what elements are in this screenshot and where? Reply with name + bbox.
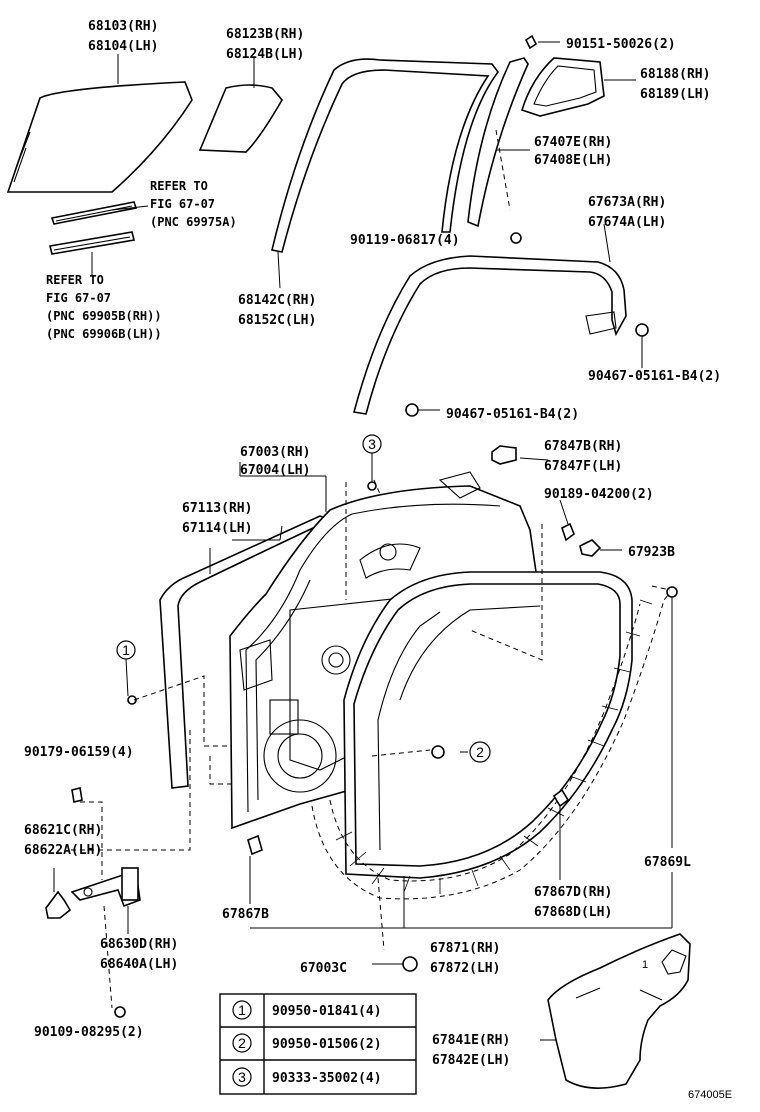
label-67847b: 67847B(RH) <box>544 439 622 454</box>
quarter-glass <box>198 84 283 153</box>
label-67003: 67003(RH) <box>240 445 310 460</box>
hole-cover-mark: 1 <box>642 959 648 971</box>
label-67923b: 67923B <box>628 545 675 560</box>
table-row-3-num: 3 <box>238 1069 246 1085</box>
callout-2: 2 <box>469 741 491 763</box>
clip-67867d <box>552 788 570 808</box>
ref1-line2: FIG 67-07 <box>150 197 215 211</box>
table-row-1-part: 90950-01841(4) <box>272 1004 382 1019</box>
nut-callout-2 <box>431 745 445 759</box>
callout-3-text: 3 <box>368 436 376 452</box>
bumper-67923b <box>579 539 602 557</box>
label-67868d: 67868D(LH) <box>534 905 612 920</box>
hinge-68621c <box>45 890 72 919</box>
ref2-line2: FIG 67-07 <box>46 291 111 305</box>
table-row-1-num: 1 <box>238 1002 246 1018</box>
ref2-line1: REFER TO <box>46 273 104 287</box>
label-68622a: 68622A(LH) <box>24 843 102 858</box>
clip-67867b <box>247 834 263 856</box>
label-67867d: 67867D(RH) <box>534 885 612 900</box>
ref1-line1: REFER TO <box>150 179 208 193</box>
callout-3: 3 <box>362 434 382 482</box>
clip-90179 <box>71 787 83 803</box>
label-90189: 90189-04200(2) <box>544 487 654 502</box>
label-67871: 67871(RH) <box>430 941 500 956</box>
screw-90119 <box>510 232 522 244</box>
label-67872: 67872(LH) <box>430 961 500 976</box>
label-67674a: 67674A(LH) <box>588 215 666 230</box>
cushion-67847b <box>491 445 517 465</box>
label-90119: 90119-06817(4) <box>350 233 460 248</box>
label-68640a: 68640A(LH) <box>100 957 178 972</box>
service-hole-cover <box>547 933 691 1089</box>
bolt-90109 <box>114 1006 126 1018</box>
figure-code: 674005E <box>688 1089 732 1101</box>
label-90109: 90109-08295(2) <box>34 1025 144 1040</box>
label-67114: 67114(LH) <box>182 521 252 536</box>
label-68103: 68103(RH) <box>88 19 158 34</box>
label-68124b: 68124B(LH) <box>226 47 304 62</box>
table-row-2-part: 90950-01506(2) <box>272 1037 382 1052</box>
callout-1: 1 <box>116 640 136 697</box>
label-68152c: 68152C(LH) <box>238 313 316 328</box>
label-90151: 90151-50026(2) <box>566 37 676 52</box>
clip-67003c <box>402 956 418 972</box>
callout-1-text: 1 <box>122 642 130 658</box>
label-68189: 68189(LH) <box>640 87 710 102</box>
clip-67869l <box>666 586 678 598</box>
screw-callout-1 <box>127 695 137 705</box>
label-67847f: 67847F(LH) <box>544 459 622 474</box>
label-67842e: 67842E(LH) <box>432 1053 510 1068</box>
ref2-line4: (PNC 69906B(LH)) <box>46 327 162 341</box>
clip-90467-lower <box>405 403 419 417</box>
ref1-line3: (PNC 69975A) <box>150 215 237 229</box>
table-row-3-part: 90333-35002(4) <box>272 1071 382 1086</box>
parts-reference-table: 1 90950-01841(4) 2 90950-01506(2) 3 9033… <box>219 993 417 1095</box>
ref2-line3: (PNC 69905B(RH)) <box>46 309 162 323</box>
label-68123b: 68123B(RH) <box>226 27 304 42</box>
label-67869l: 67869L <box>644 855 691 870</box>
label-67867b: 67867B <box>222 907 269 922</box>
clip-90467-upper <box>635 323 649 337</box>
label-67113: 67113(RH) <box>182 501 252 516</box>
label-90467-lower: 90467-05161-B4(2) <box>446 407 579 422</box>
door-glass <box>6 81 193 193</box>
clip-90151 <box>524 34 538 50</box>
door-hole-seal <box>311 589 673 900</box>
label-67841e: 67841E(RH) <box>432 1033 510 1048</box>
label-90179: 90179-06159(4) <box>24 745 134 760</box>
label-68630d: 68630D(RH) <box>100 937 178 952</box>
label-67407e: 67407E(RH) <box>534 135 612 150</box>
label-67673a: 67673A(RH) <box>588 195 666 210</box>
screw-callout-3 <box>367 481 377 491</box>
label-68188: 68188(RH) <box>640 67 710 82</box>
label-67004: 67004(LH) <box>240 463 310 478</box>
label-68142c: 68142C(RH) <box>238 293 316 308</box>
bolt-90189 <box>561 522 575 542</box>
label-67003c: 67003C <box>300 961 347 976</box>
quarter-window-assembly <box>521 57 605 117</box>
table-row-2-num: 2 <box>238 1035 246 1051</box>
label-67408e: 67408E(LH) <box>534 153 612 168</box>
label-68621c: 68621C(RH) <box>24 823 102 838</box>
door-opening-weatherstrip <box>352 255 627 415</box>
label-68104: 68104(LH) <box>88 39 158 54</box>
door-frame-molding <box>271 58 499 253</box>
callout-2-text: 2 <box>476 744 484 760</box>
label-90467-upper: 90467-05161-B4(2) <box>588 369 721 384</box>
